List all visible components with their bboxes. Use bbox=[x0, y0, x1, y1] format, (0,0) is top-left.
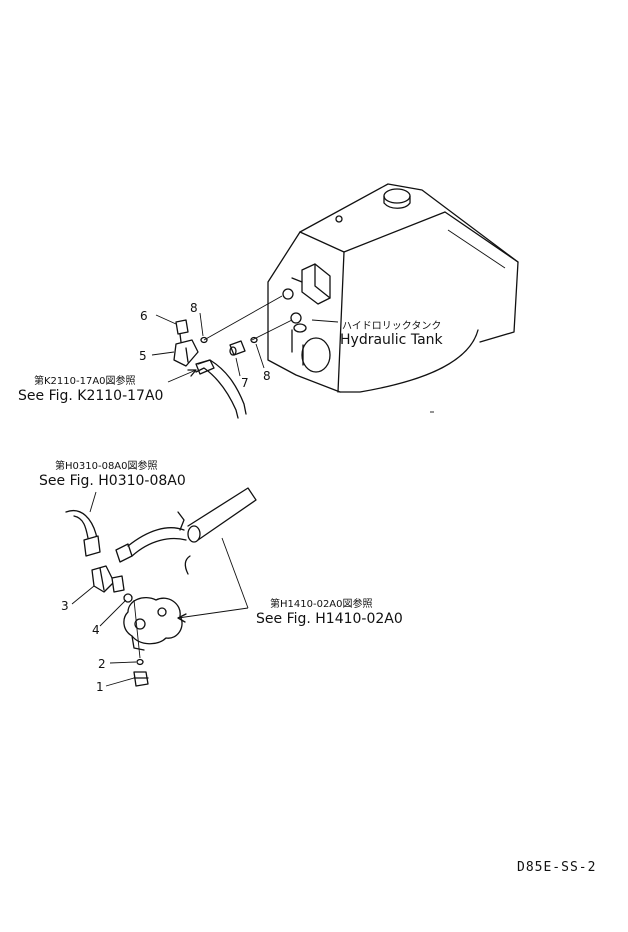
ref-k2110-jp: 第K2110-17A0図参照 bbox=[34, 374, 136, 387]
reference-h0310: 第H0310-08A0図参照 See Fig. H0310-08A0 bbox=[39, 459, 186, 489]
tank-label-en: Hydraulic Tank bbox=[340, 332, 444, 348]
ref-h0310-jp: 第H0310-08A0図参照 bbox=[55, 459, 158, 472]
callout-1: 1 bbox=[96, 680, 104, 694]
ref-h1410-en: See Fig. H1410-02A0 bbox=[256, 611, 403, 627]
lower-assembly bbox=[65, 487, 257, 687]
reference-h1410: 第H1410-02A0図参照 See Fig. H1410-02A0 bbox=[256, 597, 403, 627]
ref-k2110-en: See Fig. K2110-17A0 bbox=[18, 388, 163, 404]
callout-6: 6 bbox=[140, 309, 148, 323]
tank-label: ハイドロリックタンク Hydraulic Tank bbox=[340, 320, 444, 348]
callout-5: 5 bbox=[139, 349, 147, 363]
ref-h0310-en: See Fig. H0310-08A0 bbox=[39, 473, 186, 489]
callout-8-lower: 8 bbox=[263, 369, 271, 383]
callout-2: 2 bbox=[98, 657, 106, 671]
tank-label-jp: ハイドロリックタンク bbox=[342, 320, 441, 332]
drawing-code: D85E-SS-2 bbox=[517, 860, 596, 875]
hydraulic-tank-drawing bbox=[267, 183, 519, 413]
callout-numbers: 6 5 8 7 8 3 4 2 1 bbox=[61, 301, 271, 694]
callout-7: 7 bbox=[241, 376, 249, 390]
callout-3: 3 bbox=[61, 599, 69, 613]
reference-k2110: 第K2110-17A0図参照 See Fig. K2110-17A0 bbox=[18, 374, 163, 404]
callout-8-upper: 8 bbox=[190, 301, 198, 315]
upper-fittings bbox=[173, 295, 293, 419]
ref-h1410-jp: 第H1410-02A0図参照 bbox=[270, 597, 373, 610]
callout-4: 4 bbox=[92, 623, 100, 637]
leader-lines bbox=[71, 312, 339, 687]
